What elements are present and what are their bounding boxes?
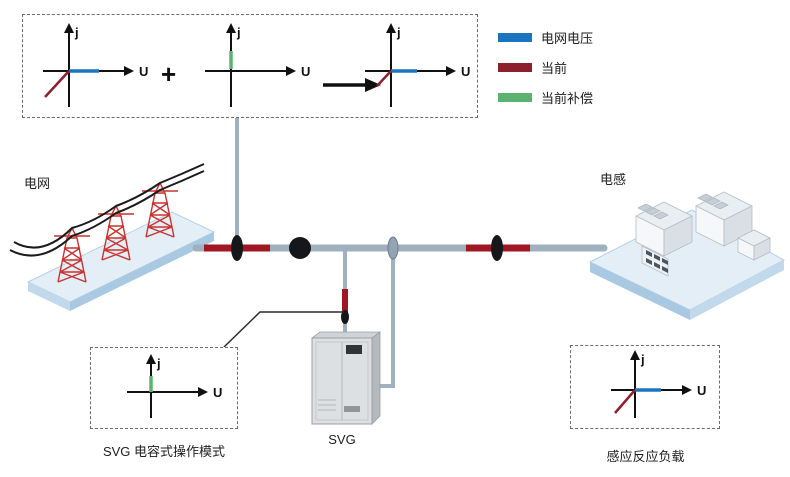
svg-cabinet	[310, 331, 382, 425]
capacitive-box-connector	[223, 311, 344, 348]
bus-measurement-branch	[380, 252, 395, 388]
legend-label: 电网电压	[541, 31, 594, 46]
phasor-diagram-compensated: j U	[365, 23, 470, 107]
power-lines	[9, 163, 205, 257]
factory-louver-unit	[641, 245, 669, 277]
grid-platform	[26, 211, 216, 311]
factory-building	[635, 201, 693, 257]
legend-item-compensation: 当前补偿	[498, 88, 593, 107]
grid-voltage-swatch	[498, 33, 532, 42]
residual-current-vector	[376, 70, 392, 87]
j-axis-label: j	[74, 25, 79, 40]
u-axis-label: U	[213, 385, 222, 400]
legend: 电网电压 当前 当前补偿	[498, 28, 593, 107]
branch-insulator	[341, 310, 349, 324]
svg-unit-label: SVG	[328, 432, 356, 447]
u-axis-label: U	[697, 383, 706, 398]
factory-building	[695, 191, 753, 247]
legend-item-current: 当前	[498, 58, 593, 77]
phasor-diagram-inductive-load: j U	[611, 350, 706, 418]
bus-line	[192, 235, 608, 261]
inductive-load-box: j U	[570, 345, 720, 429]
legend-item-grid-voltage: 电网电压	[498, 28, 593, 47]
compensation-swatch	[498, 93, 532, 102]
capacitive-mode-box: j U	[90, 347, 238, 429]
phasor-diagram-inductive: j U	[43, 23, 148, 107]
legend-label: 当前补偿	[541, 91, 594, 106]
u-axis-label: U	[301, 64, 310, 79]
u-axis-label: U	[461, 64, 470, 79]
j-axis-label: j	[640, 352, 645, 367]
u-axis-label: U	[139, 64, 148, 79]
capacitive-mode-caption: SVG 电容式操作模式	[102, 444, 226, 459]
cabinet-display	[346, 345, 362, 354]
phasor-diagram-capacitive: j U	[205, 23, 310, 107]
plus-sign: +	[161, 59, 177, 89]
grid-label: 电网	[24, 176, 51, 191]
current-swatch	[498, 63, 532, 72]
bus-insulator	[231, 235, 243, 261]
bus-tap-insulator	[387, 236, 399, 260]
result-arrow	[323, 78, 381, 92]
bus-insulator	[491, 235, 503, 261]
inductance-label: 电感	[600, 172, 627, 187]
j-axis-label: j	[236, 25, 241, 40]
j-axis-label: j	[156, 356, 161, 371]
cabinet-nameplate	[344, 406, 360, 412]
inductive-load-caption: 感应反应负载	[606, 449, 685, 464]
legend-label: 当前	[541, 61, 568, 76]
j-axis-label: j	[396, 25, 401, 40]
current-vector	[44, 70, 70, 98]
junction-node	[289, 237, 311, 259]
phasor-diagram-svg-capacitive: j U	[127, 354, 222, 418]
current-vector	[614, 389, 636, 414]
phasor-equation-panel: j U + j U j U	[22, 14, 478, 118]
factory-small-unit	[737, 229, 771, 261]
